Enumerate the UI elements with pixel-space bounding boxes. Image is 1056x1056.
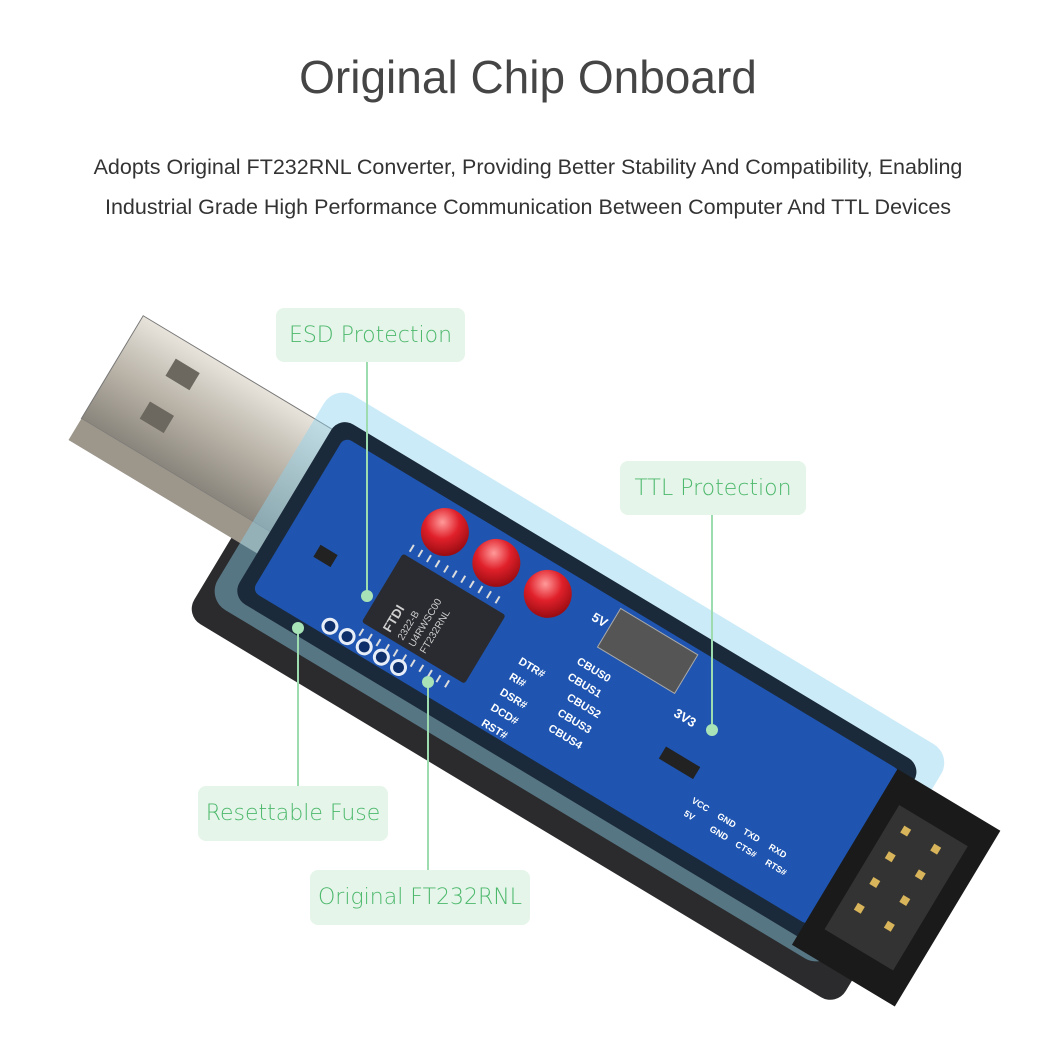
ft232rnl-chip: FTDI 2322-B U4RWSC00 FT232RNL bbox=[358, 544, 505, 688]
subtitle-line-2: Industrial Grade High Performance Commun… bbox=[104, 195, 952, 219]
chip-marker-dot bbox=[422, 676, 434, 688]
callout-lines bbox=[297, 362, 713, 870]
pcb bbox=[254, 439, 899, 923]
esd-marker-dot bbox=[361, 590, 373, 602]
idc-header bbox=[791, 768, 1001, 1007]
callout-original-ft232rnl: Original FT232RNL bbox=[310, 870, 530, 925]
led-icon bbox=[472, 538, 521, 587]
led-icon bbox=[523, 569, 572, 618]
page-title: Original Chip Onboard bbox=[299, 51, 757, 103]
callout-ttl-protection: TTL Protection bbox=[620, 461, 806, 515]
fuse-marker-dot bbox=[292, 622, 304, 634]
subtitle-line-1: Adopts Original FT232RNL Converter, Prov… bbox=[93, 155, 963, 179]
voltage-switch bbox=[596, 607, 699, 695]
callout-esd-protection: ESD Protection bbox=[276, 308, 465, 362]
header-holes bbox=[321, 617, 408, 676]
resettable-fuse bbox=[313, 544, 338, 568]
ttl-marker-dot bbox=[706, 724, 718, 736]
usb-plug-icon bbox=[68, 315, 342, 559]
board-silkscreen-label: 5V bbox=[589, 609, 611, 630]
tvs-diode bbox=[658, 746, 701, 780]
led-icon bbox=[420, 508, 469, 557]
callout-resettable-fuse: Resettable Fuse bbox=[198, 786, 388, 841]
board-silkscreen-label: 5V bbox=[682, 808, 697, 822]
